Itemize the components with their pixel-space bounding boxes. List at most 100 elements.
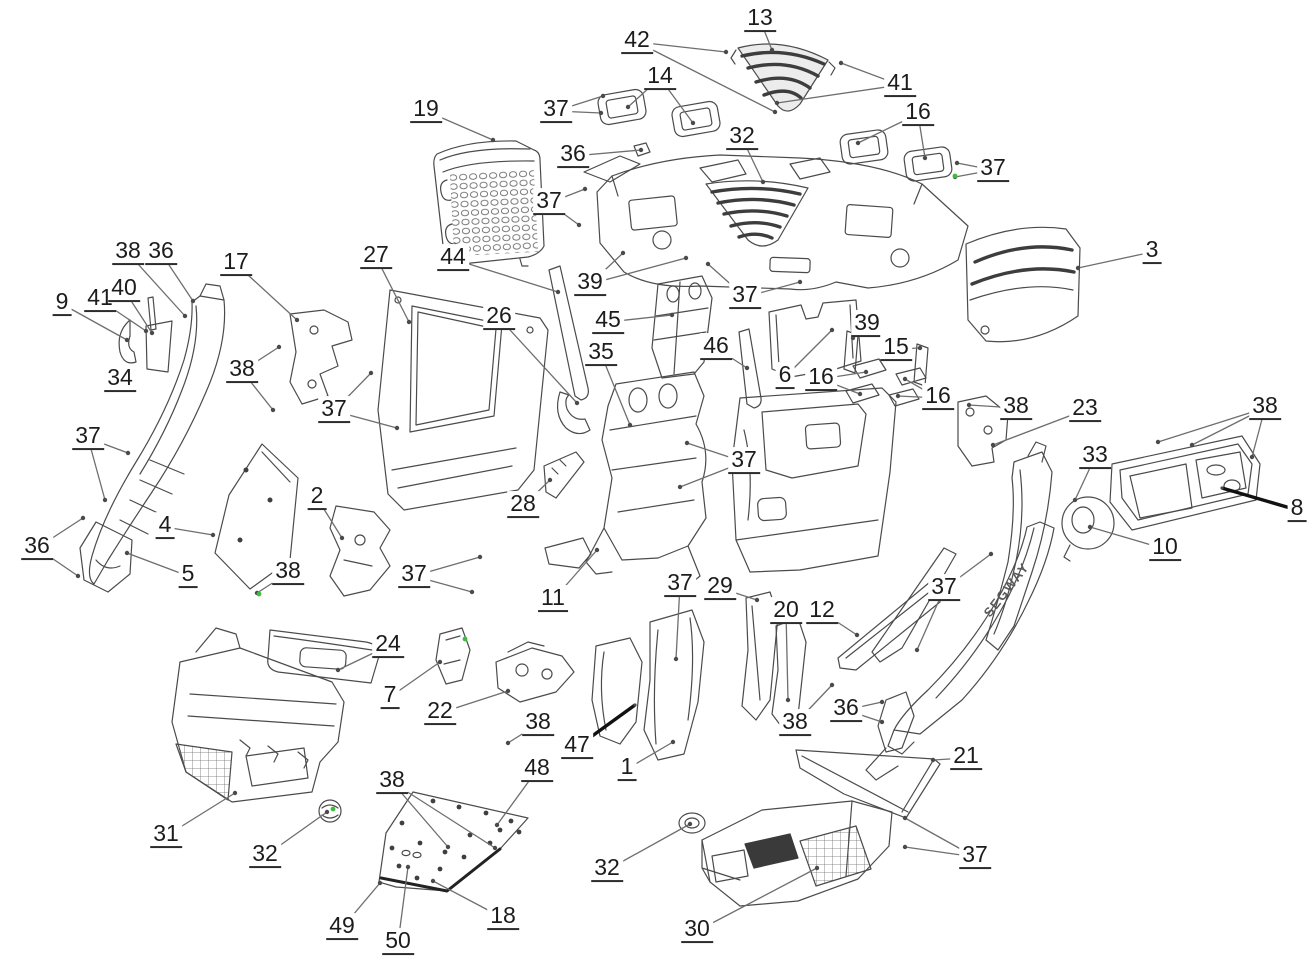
callout-label-48-62: 48 — [521, 755, 553, 783]
callout-label-36-32: 36 — [145, 238, 177, 266]
fastener-dot — [829, 327, 835, 333]
fastener-dot — [143, 328, 149, 334]
part-right-cab-panel — [731, 387, 897, 573]
leader-line — [1157, 407, 1266, 443]
callout-label-39-21: 39 — [851, 310, 883, 338]
fastener-dot — [879, 699, 885, 705]
part-44-trim-strip — [548, 265, 589, 401]
fastener-dot — [75, 573, 81, 579]
leader-line — [498, 317, 578, 404]
fastener-dot — [754, 597, 760, 603]
part-22-bracket-assembly — [495, 641, 575, 703]
fastener-dot — [547, 477, 553, 483]
callout-label-47-69: 47 — [561, 732, 593, 760]
callout-label-20-52: 20 — [770, 597, 802, 625]
leader-line — [776, 84, 901, 104]
callout-label-36-41: 36 — [21, 533, 53, 561]
callout-label-27-14: 27 — [360, 242, 392, 270]
fastener-dot — [988, 551, 994, 557]
fastener-dot — [574, 400, 580, 406]
part-35-curved-trim — [556, 391, 591, 435]
part-17-bracket — [289, 309, 353, 405]
part-9-clip — [118, 319, 137, 364]
fastener-dot — [684, 440, 690, 446]
callout-label-22-60: 22 — [424, 698, 456, 726]
fastener-dot — [582, 186, 588, 192]
callout-label-5-43: 5 — [178, 561, 198, 589]
callout-label-50-65: 50 — [382, 928, 414, 956]
fastener-dot — [270, 407, 276, 413]
callout-label-36-6: 36 — [557, 141, 589, 169]
part-23-bracket — [957, 395, 1009, 467]
part-32-cap-left — [318, 799, 342, 823]
callout-label-6-19: 6 — [775, 362, 795, 390]
callout-label-33-27: 33 — [1079, 442, 1111, 470]
leader-line — [675, 584, 681, 660]
callout-label-37-4: 37 — [540, 96, 572, 124]
part-11-center-console — [544, 371, 707, 587]
part-29-trim — [741, 591, 779, 721]
fastener-dot — [690, 120, 696, 126]
fastener-dot — [914, 647, 920, 653]
part-28-bracket — [543, 451, 585, 499]
fastener-dot — [902, 376, 908, 382]
callout-label-38-56: 38 — [779, 709, 811, 737]
highlight-dot — [330, 806, 336, 812]
part-34-plate — [145, 296, 173, 373]
callout-label-31-67: 31 — [150, 821, 182, 849]
part-30-floor-rear — [701, 800, 893, 907]
fastener-dot — [879, 719, 885, 725]
part-7-bracket — [435, 627, 471, 685]
fastener-dot — [576, 222, 582, 228]
fastener-dot — [124, 337, 130, 343]
callout-label-32-68: 32 — [249, 841, 281, 869]
callout-label-45-16: 45 — [592, 307, 624, 335]
callout-label-38-38: 38 — [226, 356, 258, 384]
fastener-dot — [102, 497, 108, 503]
fastener-dot — [797, 279, 803, 285]
fastener-dot — [1155, 439, 1161, 445]
part-46-trim-strip — [738, 328, 762, 409]
callout-label-49-64: 49 — [326, 913, 358, 941]
fastener-dot — [966, 402, 972, 408]
leader-line — [1221, 486, 1298, 512]
callout-label-36-55: 36 — [830, 695, 862, 723]
fastener-dot — [1189, 442, 1195, 448]
fastener-dot — [377, 880, 383, 886]
fastener-dot — [744, 365, 750, 371]
fastener-dot — [854, 632, 860, 638]
callout-label-28-46: 28 — [507, 491, 539, 519]
part-18-floor-panel — [378, 791, 529, 893]
fastener-dot — [594, 547, 600, 553]
fastener-dot — [405, 864, 411, 870]
callout-label-35-17: 35 — [585, 339, 617, 367]
part-2-bracket — [329, 505, 391, 597]
fastener-dot — [785, 697, 791, 703]
highlight-dot — [256, 591, 262, 597]
callout-label-9-33: 9 — [52, 289, 72, 317]
callout-label-38-28: 38 — [1249, 393, 1281, 421]
fastener-dot — [324, 809, 330, 815]
leader-line — [589, 257, 687, 285]
part-4-door-panel — [214, 443, 299, 590]
callout-label-1-70: 1 — [617, 754, 637, 782]
fastener-dot — [863, 369, 869, 375]
part-13-hood-grille — [730, 43, 836, 112]
fastener-dot — [857, 391, 863, 397]
fastener-dot — [149, 330, 155, 336]
part-45-center-column — [651, 275, 713, 379]
fastener-dot — [838, 60, 844, 66]
fastener-dot — [829, 682, 835, 688]
callout-label-34-36: 34 — [104, 365, 136, 393]
part-left-a-pillar — [79, 283, 226, 593]
part-dashboard-main — [583, 142, 969, 291]
fastener-dot — [638, 147, 644, 153]
callout-label-10-30: 10 — [1149, 534, 1181, 562]
leader-layer — [36, 19, 1298, 944]
callout-label-4-42: 4 — [155, 512, 175, 540]
part-32-cap-right — [678, 812, 706, 834]
leader-line — [61, 303, 128, 341]
fastener-dot — [954, 160, 960, 166]
leader-line — [785, 611, 789, 701]
fastener-dot — [1075, 265, 1081, 271]
